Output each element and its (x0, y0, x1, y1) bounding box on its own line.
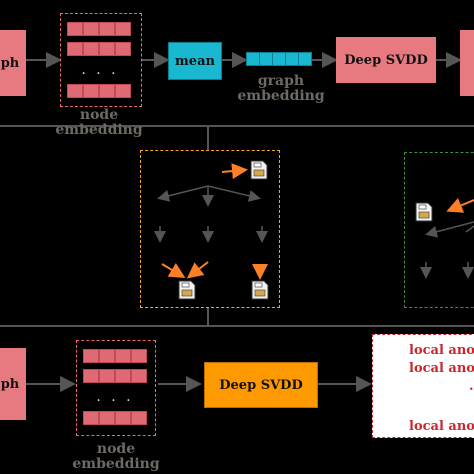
graph-embedding-label-line1: graph (257, 73, 305, 89)
embedding-cell (115, 369, 131, 383)
graph-embedding-label-line2: embedding (237, 87, 325, 104)
embedding-cell (83, 22, 99, 36)
node-embedding-group-top: . . . (60, 13, 142, 107)
graph-embedding-cell (272, 52, 286, 66)
tree-edge (465, 225, 474, 233)
embedding-cell (115, 411, 131, 425)
deep-svdd-label-bottom: Deep SVDD (219, 377, 303, 393)
ellipsis: . . . (96, 389, 134, 405)
embedding-cell (83, 369, 99, 383)
graph-embedding-cell (246, 52, 260, 66)
document-icon (177, 280, 197, 300)
embedding-cell (115, 349, 131, 363)
tree-edge (157, 185, 209, 202)
orange-arrow (221, 163, 248, 180)
document-icon (414, 202, 434, 222)
deep-svdd-box-top: Deep SVDD (336, 37, 436, 83)
output-box-top-partial (460, 30, 474, 96)
orange-arrow (446, 198, 474, 213)
local-anomaly-item: local anom (409, 343, 474, 358)
graph-embedding-label: graph embedding (236, 74, 326, 103)
embedding-cell (83, 411, 99, 425)
node-embedding-label-bottom: node embedding (72, 441, 160, 472)
document-icon (250, 280, 270, 300)
node-embedding-label-top: node embedding (55, 107, 143, 138)
tree-edge (207, 185, 261, 202)
embedding-cell (83, 42, 99, 56)
subgraph-panel-orange (140, 150, 280, 308)
embedding-cell (83, 349, 99, 363)
graph-box-bottom: ph (0, 348, 26, 420)
deep-svdd-label-top: Deep SVDD (344, 52, 428, 68)
subgraph-panel-green (404, 152, 474, 308)
graph-embedding-cell (285, 52, 299, 66)
embedding-cell (99, 349, 115, 363)
ellipsis: . . . (81, 62, 119, 78)
orange-arrow (186, 261, 209, 279)
node-embedding-group-bottom: . . . (76, 340, 156, 436)
embedding-cell (99, 411, 115, 425)
local-anomaly-item: local anom (409, 361, 474, 376)
embedding-cell (99, 369, 115, 383)
graph-embedding-cell (259, 52, 273, 66)
embedding-cell (115, 42, 131, 56)
embedding-cell (115, 84, 131, 98)
embedding-cell (67, 22, 83, 36)
embedding-cell (131, 349, 147, 363)
embedding-cell (131, 411, 147, 425)
embedding-cell (99, 84, 115, 98)
graph-box-bottom-label: ph (0, 376, 20, 392)
mean-label: mean (175, 53, 215, 69)
embedding-cell (67, 84, 83, 98)
graph-embedding-vector (246, 52, 312, 68)
embedding-cell (99, 22, 115, 36)
local-anomaly-item: local anom (409, 419, 474, 434)
tree-edge (425, 221, 474, 238)
local-anomaly-ellipsis: . (469, 379, 474, 394)
document-icon (249, 160, 269, 180)
embedding-cell (115, 22, 131, 36)
graph-box-top: ph (0, 30, 26, 96)
embedding-cell (67, 42, 83, 56)
embedding-cell (99, 42, 115, 56)
graph-box-top-label: ph (0, 55, 20, 71)
embedding-cell (83, 84, 99, 98)
deep-svdd-box-bottom: Deep SVDD (204, 362, 318, 408)
mean-box: mean (168, 42, 222, 80)
local-anomaly-list: local anom local anom . local anom (372, 334, 474, 438)
orange-arrow (161, 262, 186, 279)
graph-embedding-cell (298, 52, 312, 66)
embedding-cell (131, 369, 147, 383)
